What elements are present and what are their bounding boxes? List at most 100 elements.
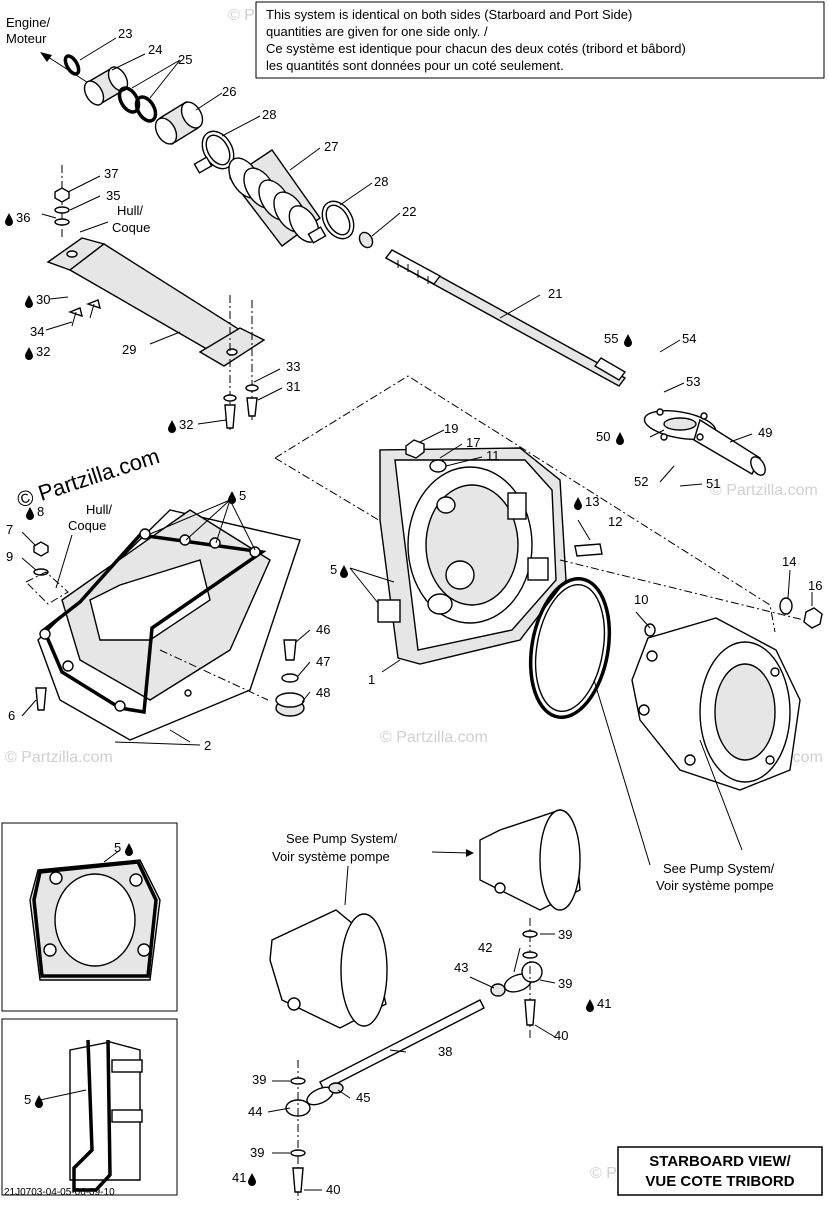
callout-44: 44 xyxy=(248,1104,262,1119)
callout-25: 25 xyxy=(178,52,192,67)
callout-16: 16 xyxy=(808,578,822,593)
pump-ref-right-2: Voir système pompe xyxy=(656,878,774,893)
drop-icon-30 xyxy=(25,295,33,308)
callout-33: 33 xyxy=(286,359,300,374)
callout-28-a: 28 xyxy=(262,107,276,122)
lower-pump-upper xyxy=(479,809,581,911)
view-title-1: STARBOARD VIEW/ xyxy=(649,1153,791,1170)
watermark-2: © Partzilla.com xyxy=(710,482,818,499)
pump-fasteners xyxy=(559,559,823,629)
support-fasteners xyxy=(54,165,259,430)
drop-icon-41-b xyxy=(248,1173,256,1186)
pump-ref-right-1: See Pump System/ xyxy=(663,861,775,876)
callout-48: 48 xyxy=(316,685,330,700)
callout-7: 7 xyxy=(6,522,13,537)
callout-40-b: 40 xyxy=(326,1182,340,1197)
callout-36: 36 xyxy=(16,210,30,225)
drop-icon-5-b xyxy=(340,565,348,578)
callout-41-b: 41 xyxy=(232,1170,246,1185)
callout-31: 31 xyxy=(286,379,300,394)
drop-icon-50 xyxy=(616,432,624,445)
note-line-1: This system is identical on both sides (… xyxy=(266,7,632,22)
pump-ref-arrowhead xyxy=(466,849,474,857)
hull-label-top-1: Hull/ xyxy=(117,203,143,218)
callout-35: 35 xyxy=(106,188,120,203)
callout-26: 26 xyxy=(222,84,236,99)
callout-42: 42 xyxy=(478,940,492,955)
callout-5-d: 5 xyxy=(24,1092,31,1107)
leader-lines xyxy=(21,37,813,1191)
callout-40-a: 40 xyxy=(554,1028,568,1043)
note-box: This system is identical on both sides (… xyxy=(255,1,825,79)
callout-32-b: 32 xyxy=(179,417,193,432)
pump-ref-line-c xyxy=(344,865,349,906)
view-title-box: STARBOARD VIEW/ VUE COTE TRIBORD xyxy=(617,1146,823,1196)
callout-5-b: 5 xyxy=(330,562,337,577)
callout-14: 14 xyxy=(782,554,796,569)
callout-6: 6 xyxy=(8,708,15,723)
callout-29: 29 xyxy=(122,342,136,357)
part-24-bushing xyxy=(83,66,129,106)
callout-8: 8 xyxy=(37,504,44,519)
callout-39-d: 39 xyxy=(250,1145,264,1160)
lower-pump-lower xyxy=(269,909,388,1029)
drop-icon-36 xyxy=(5,213,13,226)
callout-22: 22 xyxy=(402,204,416,219)
callout-38: 38 xyxy=(438,1044,452,1059)
pump-unit xyxy=(631,617,801,791)
part-25-oring-b xyxy=(134,95,158,123)
callout-5-c: 5 xyxy=(114,840,121,855)
drop-icon-41-a xyxy=(586,999,594,1012)
callout-10: 10 xyxy=(634,592,648,607)
watermark-3: © Partzilla.com xyxy=(380,729,488,746)
callout-39-c: 39 xyxy=(252,1072,266,1087)
callout-5-a: 5 xyxy=(239,488,246,503)
part-1-pump-housing xyxy=(377,447,567,665)
callout-49: 49 xyxy=(758,425,772,440)
part-38-link-rod xyxy=(285,961,543,1117)
callout-12: 12 xyxy=(608,514,622,529)
callout-2: 2 xyxy=(204,738,211,753)
part-2-intake-plate xyxy=(37,509,301,746)
callout-21: 21 xyxy=(548,286,562,301)
hull-leader-left xyxy=(55,534,73,589)
callout-41-a: 41 xyxy=(597,996,611,1011)
pump-ref-left-1: See Pump System/ xyxy=(286,831,398,846)
callout-27: 27 xyxy=(324,139,338,154)
pump-ref-arrow xyxy=(431,851,471,854)
drop-icon-32-b xyxy=(168,420,176,433)
callout-55: 55 xyxy=(604,331,618,346)
callout-17: 17 xyxy=(466,435,480,450)
view-title-2: VUE COTE TRIBORD xyxy=(645,1173,794,1190)
note-line-4: les quantités sont données pour un coté … xyxy=(266,58,564,73)
hull-leader-top xyxy=(79,221,109,233)
callout-23: 23 xyxy=(118,26,132,41)
part-29-support xyxy=(46,237,266,367)
note-line-2: quantities are given for one side only. … xyxy=(266,24,488,39)
part-26-seal xyxy=(154,100,204,146)
callout-30: 30 xyxy=(36,292,50,307)
link-fasteners xyxy=(290,918,538,1200)
drop-icon-55 xyxy=(624,334,632,347)
part-25-oring-a xyxy=(117,86,141,114)
part-28-clamp-lower xyxy=(307,200,355,244)
callout-52: 52 xyxy=(634,474,648,489)
part-27-bellows xyxy=(228,149,321,247)
callout-54: 54 xyxy=(682,331,696,346)
callout-28-b: 28 xyxy=(374,174,388,189)
callout-47: 47 xyxy=(316,654,330,669)
callout-19: 19 xyxy=(444,421,458,436)
plate-fasteners xyxy=(25,541,69,711)
drop-icon-13 xyxy=(574,497,582,510)
hull-label-top-2: Coque xyxy=(112,220,150,235)
callout-43: 43 xyxy=(454,960,468,975)
callout-46: 46 xyxy=(316,622,330,637)
callout-45: 45 xyxy=(356,1090,370,1105)
pump-ref-left-2: Voir système pompe xyxy=(272,849,390,864)
part-22-ring xyxy=(358,231,374,249)
engine-label-2: Moteur xyxy=(6,31,47,46)
callout-32-a: 32 xyxy=(36,344,50,359)
callout-numbers: 23 24 25 26 28 27 28 22 21 37 35 36 30 3… xyxy=(5,26,822,1197)
callout-34: 34 xyxy=(30,324,44,339)
